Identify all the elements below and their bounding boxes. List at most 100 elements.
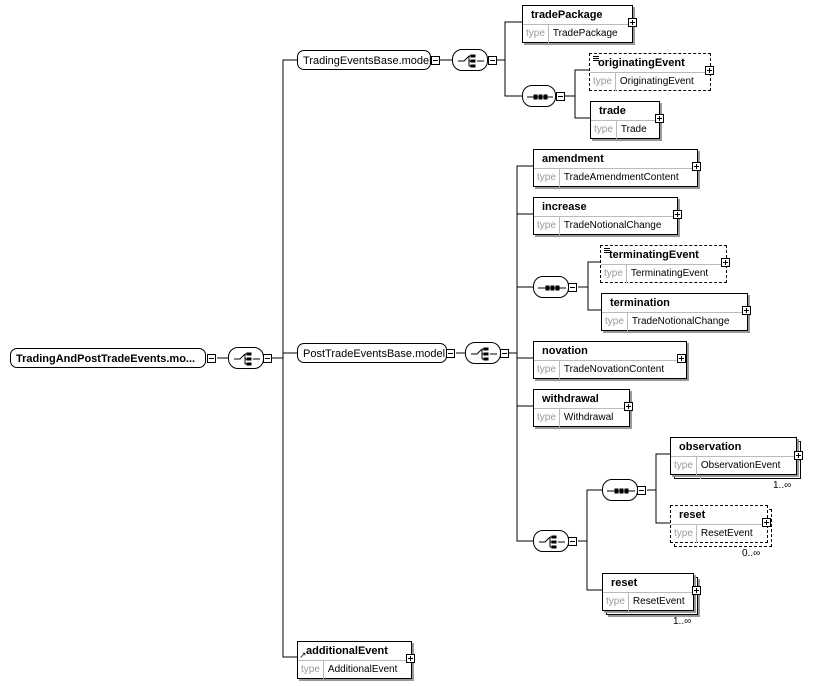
expand-toggle[interactable] [673,210,682,219]
type-key: type [602,313,628,331]
type-key: type [603,593,629,611]
expand-toggle[interactable] [794,451,803,460]
group-label: PostTradeEventsBase.model [303,348,446,360]
type-key: type [523,25,549,43]
root-element-label: TradingAndPostTradeEvents.mo... [16,353,196,365]
expand-toggle[interactable] [624,402,633,411]
type-key: type [590,73,616,91]
collapse-toggle[interactable] [488,56,497,65]
collapse-toggle[interactable] [431,56,440,65]
choice-compositor [452,49,488,71]
expand-toggle[interactable] [705,66,714,75]
element-type: TerminatingEvent [630,268,709,279]
type-key: type [671,525,697,543]
element-type: TradeNovationContent [563,364,665,375]
expand-toggle[interactable] [677,354,686,363]
occurrence-label: 1..∞ [773,480,792,491]
expand-toggle[interactable] [655,114,664,123]
choice-icon [471,347,497,361]
choice-compositor [465,342,501,364]
occurrence-label: 1..∞ [673,616,692,627]
choice-icon [539,535,565,549]
sequence-icon [527,94,553,100]
element-type: TradeAmendmentContent [563,172,679,183]
expand-toggle[interactable] [628,18,637,27]
element-name: observation [679,441,742,453]
element-name: trade [599,105,626,117]
type-key: type [534,409,560,427]
reference-arrow-icon: ↗ [299,650,307,660]
expand-toggle[interactable] [721,258,730,267]
expand-toggle[interactable] [692,162,701,171]
group-post-trade-events[interactable]: PostTradeEventsBase.model [297,343,447,363]
element-type: ObservationEvent [700,460,781,471]
element-type: Withdrawal [563,412,614,423]
collapse-toggle[interactable] [207,354,216,363]
expand-toggle[interactable] [762,518,771,527]
element-name: additionalEvent [306,645,388,657]
element-type: AdditionalEvent [327,664,398,675]
collapse-toggle[interactable] [263,354,272,363]
type-key: type [591,121,617,139]
sequence-icon [607,488,635,494]
group-label: TradingEventsBase.model [303,55,432,67]
sequence-compositor [522,85,556,107]
collapse-toggle[interactable] [568,537,577,546]
choice-icon [234,352,260,366]
expand-toggle[interactable] [406,654,415,663]
root-element[interactable]: TradingAndPostTradeEvents.mo... [10,348,206,368]
collapse-toggle[interactable] [556,92,565,101]
element-name: novation [542,345,588,357]
element-name: tradePackage [531,9,603,21]
element-name: originatingEvent [598,57,685,69]
collapse-toggle[interactable] [637,486,646,495]
type-key: type [534,217,560,235]
type-key: type [534,169,560,187]
sequence-compositor [602,479,638,501]
type-key: type [671,457,697,475]
element-name: terminatingEvent [609,249,699,261]
element-name: reset [679,509,706,521]
expand-toggle[interactable] [692,586,701,595]
element-name: amendment [542,153,604,165]
reference-icon [593,56,599,61]
element-name: increase [542,201,587,213]
element-type: OriginatingEvent [619,76,694,87]
choice-compositor [228,347,264,369]
choice-compositor [533,530,569,552]
element-type: TradePackage [552,28,618,39]
collapse-toggle[interactable] [500,349,509,358]
collapse-toggle[interactable] [568,283,577,292]
type-key: type [534,361,560,379]
element-type: TradeNotionalChange [563,220,662,231]
group-trading-events[interactable]: TradingEventsBase.model [297,50,432,70]
occurrence-label: 0..∞ [742,548,761,559]
collapse-toggle[interactable] [446,349,455,358]
element-type: TradeNotionalChange [631,316,730,327]
sequence-icon [538,285,566,291]
element-type: ResetEvent [700,528,753,539]
reference-icon [604,248,610,253]
expand-toggle[interactable] [742,306,751,315]
element-name: termination [610,297,670,309]
element-name: withdrawal [542,393,599,405]
type-key: type [298,661,324,679]
choice-icon [458,54,484,68]
element-name: reset [611,577,638,589]
element-type: ResetEvent [632,596,685,607]
